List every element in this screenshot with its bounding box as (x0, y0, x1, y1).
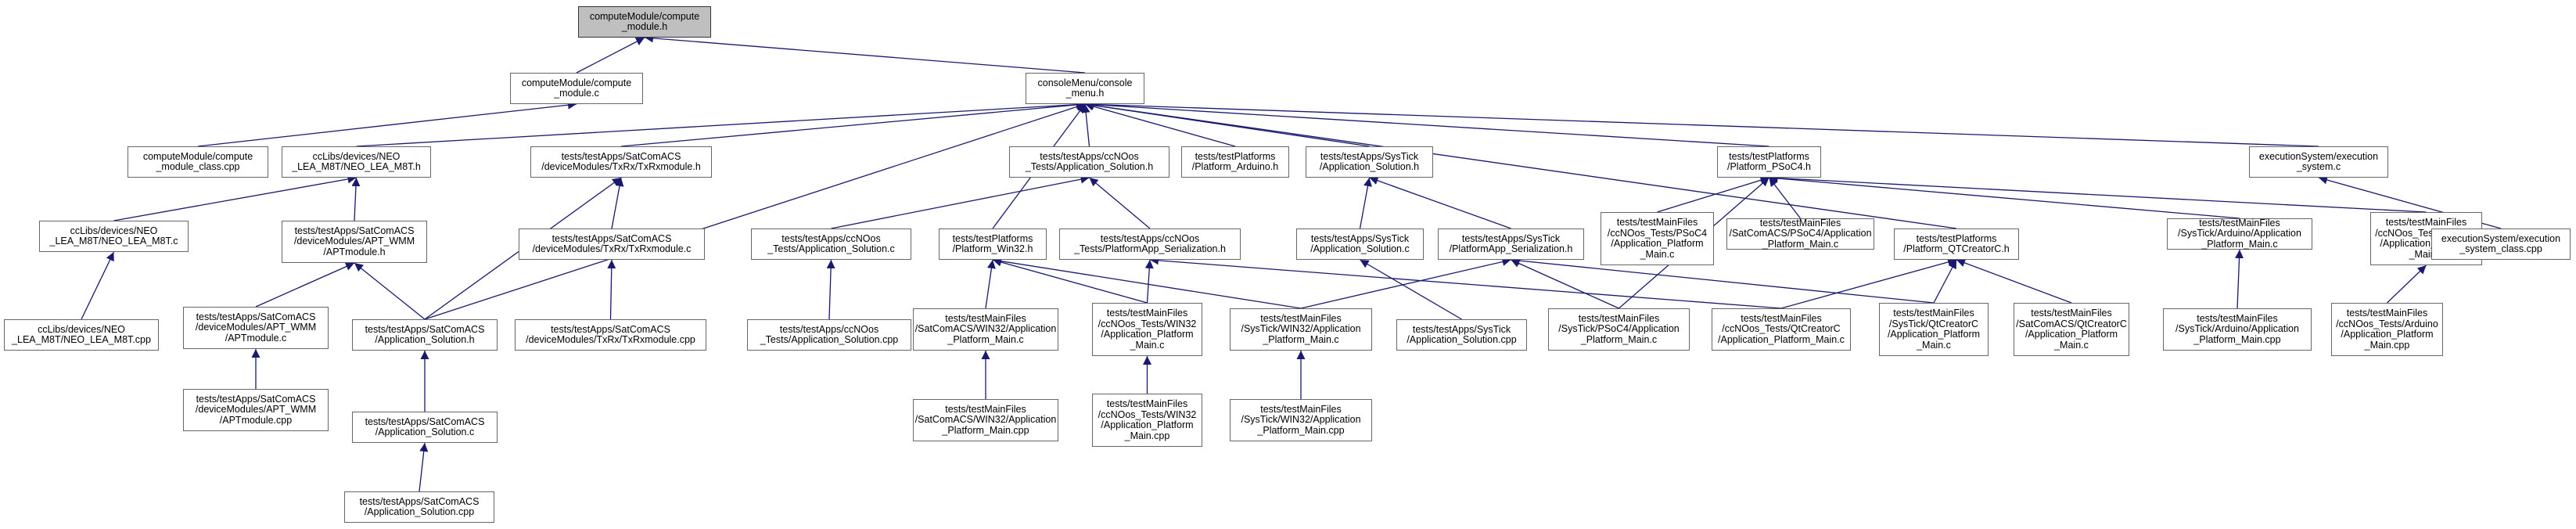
edge-cm-c-to-root (576, 37, 645, 74)
node-platform-arduino-h[interactable]: tests/testPlatforms /Platform_Arduino.h (1181, 146, 1289, 178)
edge-apt-h-to-neo-h (351, 177, 361, 221)
node-mainfile-satcomacs-qtcreatorc-c[interactable]: tests/testMainFiles /SatComACS/QtCreator… (2014, 303, 2129, 356)
edge-cm-class-to-cm-c (197, 100, 577, 147)
node-systick-application-solution-c[interactable]: tests/testApps/SysTick /Application_Solu… (1296, 229, 1424, 260)
node-satcomacs-application-solution-cpp[interactable]: tests/testApps/SatComACS /Application_So… (344, 491, 494, 523)
node-mainfile-systick-win32-cpp[interactable]: tests/testMainFiles /SysTick/WIN32/Appli… (1230, 399, 1372, 441)
node-mainfile-systick-arduino-c[interactable]: tests/testMainFiles /SysTick/Arduino/App… (2167, 218, 2312, 250)
node-apt-module-h[interactable]: tests/testApps/SatComACS /deviceModules/… (282, 221, 427, 263)
edge-console-to-root (644, 34, 1086, 74)
node-txrx-module-c[interactable]: tests/testApps/SatComACS /deviceModules/… (519, 229, 705, 260)
edge-mf-cc-qt-to-qt-h (1780, 257, 1957, 309)
node-systick-platformapp-serialization-h[interactable]: tests/testApps/SysTick /PlatformApp_Seri… (1438, 229, 1584, 260)
edge-arduino-h-to-console (1084, 102, 1236, 147)
edge-st-ser-h-to-st-sol-h (1369, 176, 1511, 229)
node-ccnoos-application-solution-cpp[interactable]: tests/testApps/ccNOos _Tests/Application… (747, 319, 911, 351)
node-ccnoos-application-solution-h[interactable]: tests/testApps/ccNOos _Tests/Application… (1009, 146, 1169, 178)
edge-sat-sol-h-to-console (424, 103, 1086, 320)
node-platform-win32-h[interactable]: tests/testPlatforms /Platform_Win32.h (939, 229, 1047, 260)
node-neo-lea-m8t-h[interactable]: ccLibs/devices/NEO _LEA_M8T/NEO_LEA_M8T.… (282, 146, 431, 178)
node-execution-system-c[interactable]: executionSystem/execution _system.c (2249, 146, 2388, 178)
node-txrx-module-cpp[interactable]: tests/testApps/SatComACS /deviceModules/… (515, 319, 706, 351)
edge-apt-c-to-apt-h (255, 262, 355, 308)
edge-sat-sol-h-to-apt-h (354, 262, 426, 320)
edge-neo-c-to-neo-h (113, 175, 357, 221)
node-compute-module-h[interactable]: computeModule/compute _module.h (578, 6, 711, 38)
edge-mf-st-win32-to-win32-h (992, 257, 1302, 309)
node-mainfile-systick-qtcreatorc-c[interactable]: tests/testMainFiles /SysTick/QtCreatorC … (1879, 303, 1989, 356)
edge-mf-sat-win32-to-win32-h (985, 259, 996, 309)
node-satcomacs-application-solution-c[interactable]: tests/testApps/SatComACS /Application_So… (352, 412, 498, 443)
node-mainfile-satcomacs-win32-c[interactable]: tests/testMainFiles /SatComACS/WIN32/App… (913, 308, 1058, 351)
node-mainfile-ccnoos-win32-cpp[interactable]: tests/testMainFiles /ccNOos_Tests/WIN32 … (1092, 394, 1202, 447)
edge-txrx-c-to-txrx-h (611, 177, 624, 229)
edge-mf-st-ard-cpp-to-mf-st-ard (2235, 249, 2244, 309)
node-mainfile-ccnoos-qtcreatorc-c[interactable]: tests/testMainFiles /ccNOos_Tests/QtCrea… (1712, 308, 1851, 351)
node-ccnoos-platformapp-serialization-h[interactable]: tests/testApps/ccNOos _Tests/PlatformApp… (1059, 229, 1241, 260)
edge-mf-cc-win32-to-cc-ser-h (1144, 259, 1154, 304)
edge-qt-h-to-console (1084, 101, 1957, 229)
edge-txrx-h-to-console (620, 100, 1086, 147)
edge-sat-sol-cpp-to-sat-sol-c (419, 442, 429, 492)
edge-cc-sol-h-to-console (1081, 103, 1090, 147)
edge-mf-cc-ard-to-psoc4-h (1769, 174, 2427, 213)
node-systick-application-solution-h[interactable]: tests/testApps/SysTick /Application_Solu… (1306, 146, 1433, 178)
node-mainfile-systick-win32-c[interactable]: tests/testMainFiles /SysTick/WIN32/Appli… (1230, 308, 1372, 351)
edge-exec-c-to-console (1084, 99, 2319, 147)
edge-mf-cc-win32-to-win32-h (992, 257, 1148, 304)
node-compute-module-c[interactable]: computeModule/compute _module.c (510, 73, 643, 104)
edge-st-sol-cpp-to-st-sol-c (1360, 259, 1462, 320)
edge-mf-cc-ard-cpp-to-mf-cc-ard (2387, 264, 2427, 304)
node-apt-module-c[interactable]: tests/testApps/SatComACS /deviceModules/… (183, 307, 329, 349)
edge-mf-st-qt-to-qt-h (1933, 259, 1957, 304)
edge-mf-st-qt-to-st-ser-h (1511, 256, 1935, 304)
edge-neo-cpp-to-neo-c (81, 251, 115, 320)
node-mainfile-systick-arduino-cpp[interactable]: tests/testMainFiles /SysTick/Arduino/App… (2163, 308, 2312, 351)
node-mainfile-ccnoos-psoc4-c[interactable]: tests/testMainFiles /ccNOos_Tests/PSoC4 … (1601, 212, 1714, 265)
node-mainfile-ccnoos-arduino-cpp[interactable]: tests/testMainFiles /ccNOos_Tests/Arduin… (2331, 303, 2443, 356)
node-neo-lea-m8t-cpp[interactable]: ccLibs/devices/NEO _LEA_M8T/NEO_LEA_M8T.… (4, 319, 159, 351)
node-mainfile-ccnoos-win32-c[interactable]: tests/testMainFiles /ccNOos_Tests/WIN32 … (1092, 303, 1202, 356)
edge-mf-sat-qt-to-qt-h (1956, 258, 2072, 304)
edge-mf-sat-psoc4-to-psoc4-h (1768, 177, 1802, 219)
edge-st-sol-c-to-st-sol-h (1359, 177, 1372, 229)
node-systick-application-solution-cpp[interactable]: tests/testApps/SysTick /Application_Solu… (1396, 319, 1527, 351)
node-mainfile-systick-psoc4-c[interactable]: tests/testMainFiles /SysTick/PSoC4/Appli… (1548, 308, 1690, 351)
node-mainfile-satcomacs-win32-cpp[interactable]: tests/testMainFiles /SatComACS/WIN32/App… (913, 399, 1058, 441)
edge-mf-st-ard-to-psoc4-h (1769, 174, 2240, 219)
edge-cc-sol-cpp-to-cc-sol-c (826, 259, 835, 320)
edge-txrx-cpp-to-txrx-c (607, 259, 616, 320)
node-ccnoos-application-solution-c[interactable]: tests/testApps/ccNOos _Tests/Application… (751, 229, 911, 260)
node-platform-qtcreatorc-h[interactable]: tests/testPlatforms /Platform_QTCreatorC… (1894, 229, 2019, 260)
node-satcomacs-application-solution-h[interactable]: tests/testApps/SatComACS /Application_So… (352, 319, 498, 351)
node-platform-psoc4-h[interactable]: tests/testPlatforms /Platform_PSoC4.h (1717, 146, 1821, 178)
node-execution-system-class-cpp[interactable]: executionSystem/execution _system_class.… (2431, 229, 2571, 260)
edge-mf-cc-qt-to-cc-ser-h (1149, 256, 1782, 309)
node-mainfile-satcomacs-psoc4-c[interactable]: tests/testMainFiles /SatComACS/PSoC4/App… (1726, 218, 1874, 250)
node-neo-lea-m8t-c[interactable]: ccLibs/devices/NEO _LEA_M8T/NEO_LEA_M8T.… (39, 221, 189, 252)
node-txrx-module-h[interactable]: tests/testApps/SatComACS /deviceModules/… (530, 146, 712, 178)
node-apt-module-cpp[interactable]: tests/testApps/SatComACS /deviceModules/… (183, 389, 329, 431)
edge-psoc4-h-to-console (1084, 100, 1769, 147)
edge-cc-ser-h-to-cc-sol-h (1089, 177, 1151, 229)
edge-mf-st-psoc4-to-st-ser-h (1511, 259, 1619, 309)
edge-mf-cc-psoc4-to-psoc4-h (1657, 175, 1769, 213)
edge-mf-st-win32-to-st-ser-h (1300, 257, 1511, 309)
edge-neo-h-to-console (356, 100, 1086, 147)
node-console-menu-h[interactable]: consoleMenu/console _menu.h (1026, 73, 1144, 104)
node-compute-module-class-cpp[interactable]: computeModule/compute _module_class.cpp (128, 146, 268, 178)
edge-cc-sol-c-to-cc-sol-h (831, 175, 1090, 229)
